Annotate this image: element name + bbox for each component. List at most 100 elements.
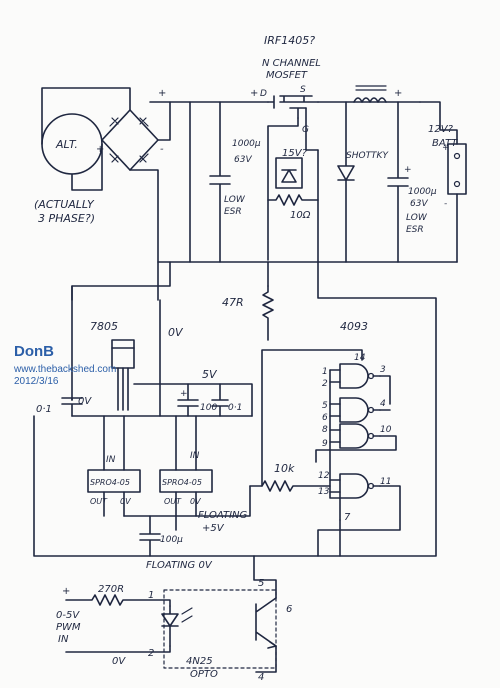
bridge-minus: - (160, 144, 164, 155)
opto-label-1: 4N25 (186, 656, 213, 667)
cap-01-label: 0·1 (228, 403, 242, 413)
zener-diode: 15V? (275, 148, 308, 189)
ic-vdd-wire (261, 349, 363, 487)
watermark-site: www.thebackshed.com (13, 364, 116, 375)
nand-gate-2: 5 6 4 (322, 397, 386, 423)
five-v-label: 5V (202, 368, 218, 381)
cap-100-plus: + (180, 389, 188, 399)
pin7: 7 (344, 512, 351, 523)
pin1: 1 (322, 367, 328, 377)
cap1-esr-2: ESR (224, 207, 242, 217)
cap2-esr-1: LOW (406, 213, 428, 223)
opto-collector-wire (253, 555, 277, 599)
pwm-label-1: 0-5V (56, 610, 80, 621)
ground-branch (71, 261, 269, 301)
batt-plus: + (442, 143, 450, 153)
pwm-label-3: IN (58, 634, 69, 645)
pin12: 12 (318, 471, 330, 481)
gate-interconnects (315, 375, 401, 557)
resistor-47r: 47R (222, 285, 274, 341)
floating-5v-2: +5V (202, 523, 225, 534)
five-v-rail (133, 383, 253, 417)
schottky-diode: SHOTTKY (337, 101, 389, 263)
pin6: 6 (322, 413, 328, 423)
rail-plus-2: + (250, 88, 258, 99)
cap-01: 0·1 (211, 383, 242, 417)
zener-value: 15V? (282, 148, 308, 159)
pin5: 5 (322, 401, 328, 411)
cap2-esr-2: ESR (406, 225, 424, 235)
pin3: 3 (380, 365, 386, 375)
mosfet: IRF1405? N CHANNEL MOSFET D S G (260, 34, 321, 135)
pwm-plus: + (62, 586, 70, 597)
pin9: 9 (322, 439, 328, 449)
gate-wire (267, 117, 299, 261)
ic-4093-label: 4093 (340, 320, 368, 333)
cap-left-01: 0·1 (36, 397, 83, 417)
module1-in: IN (106, 455, 116, 465)
pwm-label-2: PWM (56, 622, 81, 633)
opto-pin6: 6 (286, 604, 292, 615)
pin2: 2 (322, 379, 328, 389)
pwm-0v-label: 0V (112, 656, 126, 667)
opto-pin2: 2 (148, 648, 154, 659)
floating-0v-label: FLOATING 0V (146, 560, 213, 571)
floating-0v-rail (33, 415, 255, 557)
watermark: DonB www.thebackshed.com 2012/3/16 (13, 343, 116, 387)
rail-plus-1: + (158, 88, 166, 99)
res-10k-label: 10k (274, 462, 295, 475)
rail-plus-3: + (394, 88, 402, 99)
nand-gate-4: 12 13 11 (318, 471, 391, 499)
pin14: 14 (354, 353, 366, 363)
cap-100-label: 100 (200, 403, 217, 413)
pin8: 8 (322, 425, 328, 435)
pwm-return-wire (65, 645, 171, 653)
resistor-270r: 270R (65, 584, 171, 607)
cap-left-label: 0·1 (36, 404, 52, 415)
opto-pin1: 1 (148, 590, 154, 601)
mosfet-type-2: MOSFET (266, 70, 308, 81)
cap1-voltage: 63V (234, 155, 252, 165)
res-270r-label: 270R (98, 584, 124, 595)
cap2-voltage: 63V (410, 199, 428, 209)
mosfet-d-label: D (260, 89, 267, 99)
batt-minus: - (444, 199, 447, 209)
pin13: 13 (318, 487, 330, 497)
watermark-name: DonB (14, 343, 54, 360)
rect-return-wire (129, 169, 159, 301)
alt-note-line1: (ACTUALLY (34, 198, 95, 211)
inductor (353, 85, 387, 103)
pin10: 10 (380, 425, 392, 435)
module1-name: SPRO4-05 (90, 478, 130, 487)
zero-v-left-label: 0V (78, 396, 92, 407)
pin11: 11 (380, 477, 391, 487)
nand-gate-3: 8 9 10 (322, 423, 392, 449)
module1-out: OUT (90, 497, 108, 506)
opto-label-2: OPTO (190, 669, 218, 680)
cap-100: 100 + (177, 383, 217, 417)
alt-note-line2: 3 PHASE?) (38, 212, 95, 225)
resistor-10r: 10Ω (267, 194, 319, 221)
floating-5v-1: FLOATING (198, 510, 248, 521)
regulator-7805: 7805 (90, 320, 135, 411)
rect-out-wire (157, 101, 171, 141)
dcdc-module-2: IN SPRO4-05 OUT 0V (159, 415, 213, 531)
input-capacitor: 1000µ 63V LOW ESR (209, 101, 261, 263)
dcdc-module-1: IN SPRO4-05 OUT 0V (87, 415, 141, 517)
pin4: 4 (380, 399, 386, 409)
cap-100u: 100µ (139, 515, 183, 557)
alternator-label: ALT. (55, 138, 78, 151)
opto-pin5: 5 (258, 578, 264, 589)
watermark-date: 2012/3/16 (14, 376, 59, 387)
zero-v-label: 0V (168, 326, 184, 339)
mosfet-type-1: N CHANNEL (262, 58, 321, 69)
resistor-10k: 10k (249, 462, 331, 492)
cap1-value: 1000µ (232, 139, 261, 149)
floating-rail-right (253, 261, 437, 557)
batt-pos-wire (419, 101, 458, 145)
cap1-esr-1: LOW (224, 195, 246, 205)
bridge-plus: + (96, 144, 104, 155)
opto-pin4: 4 (258, 672, 264, 683)
